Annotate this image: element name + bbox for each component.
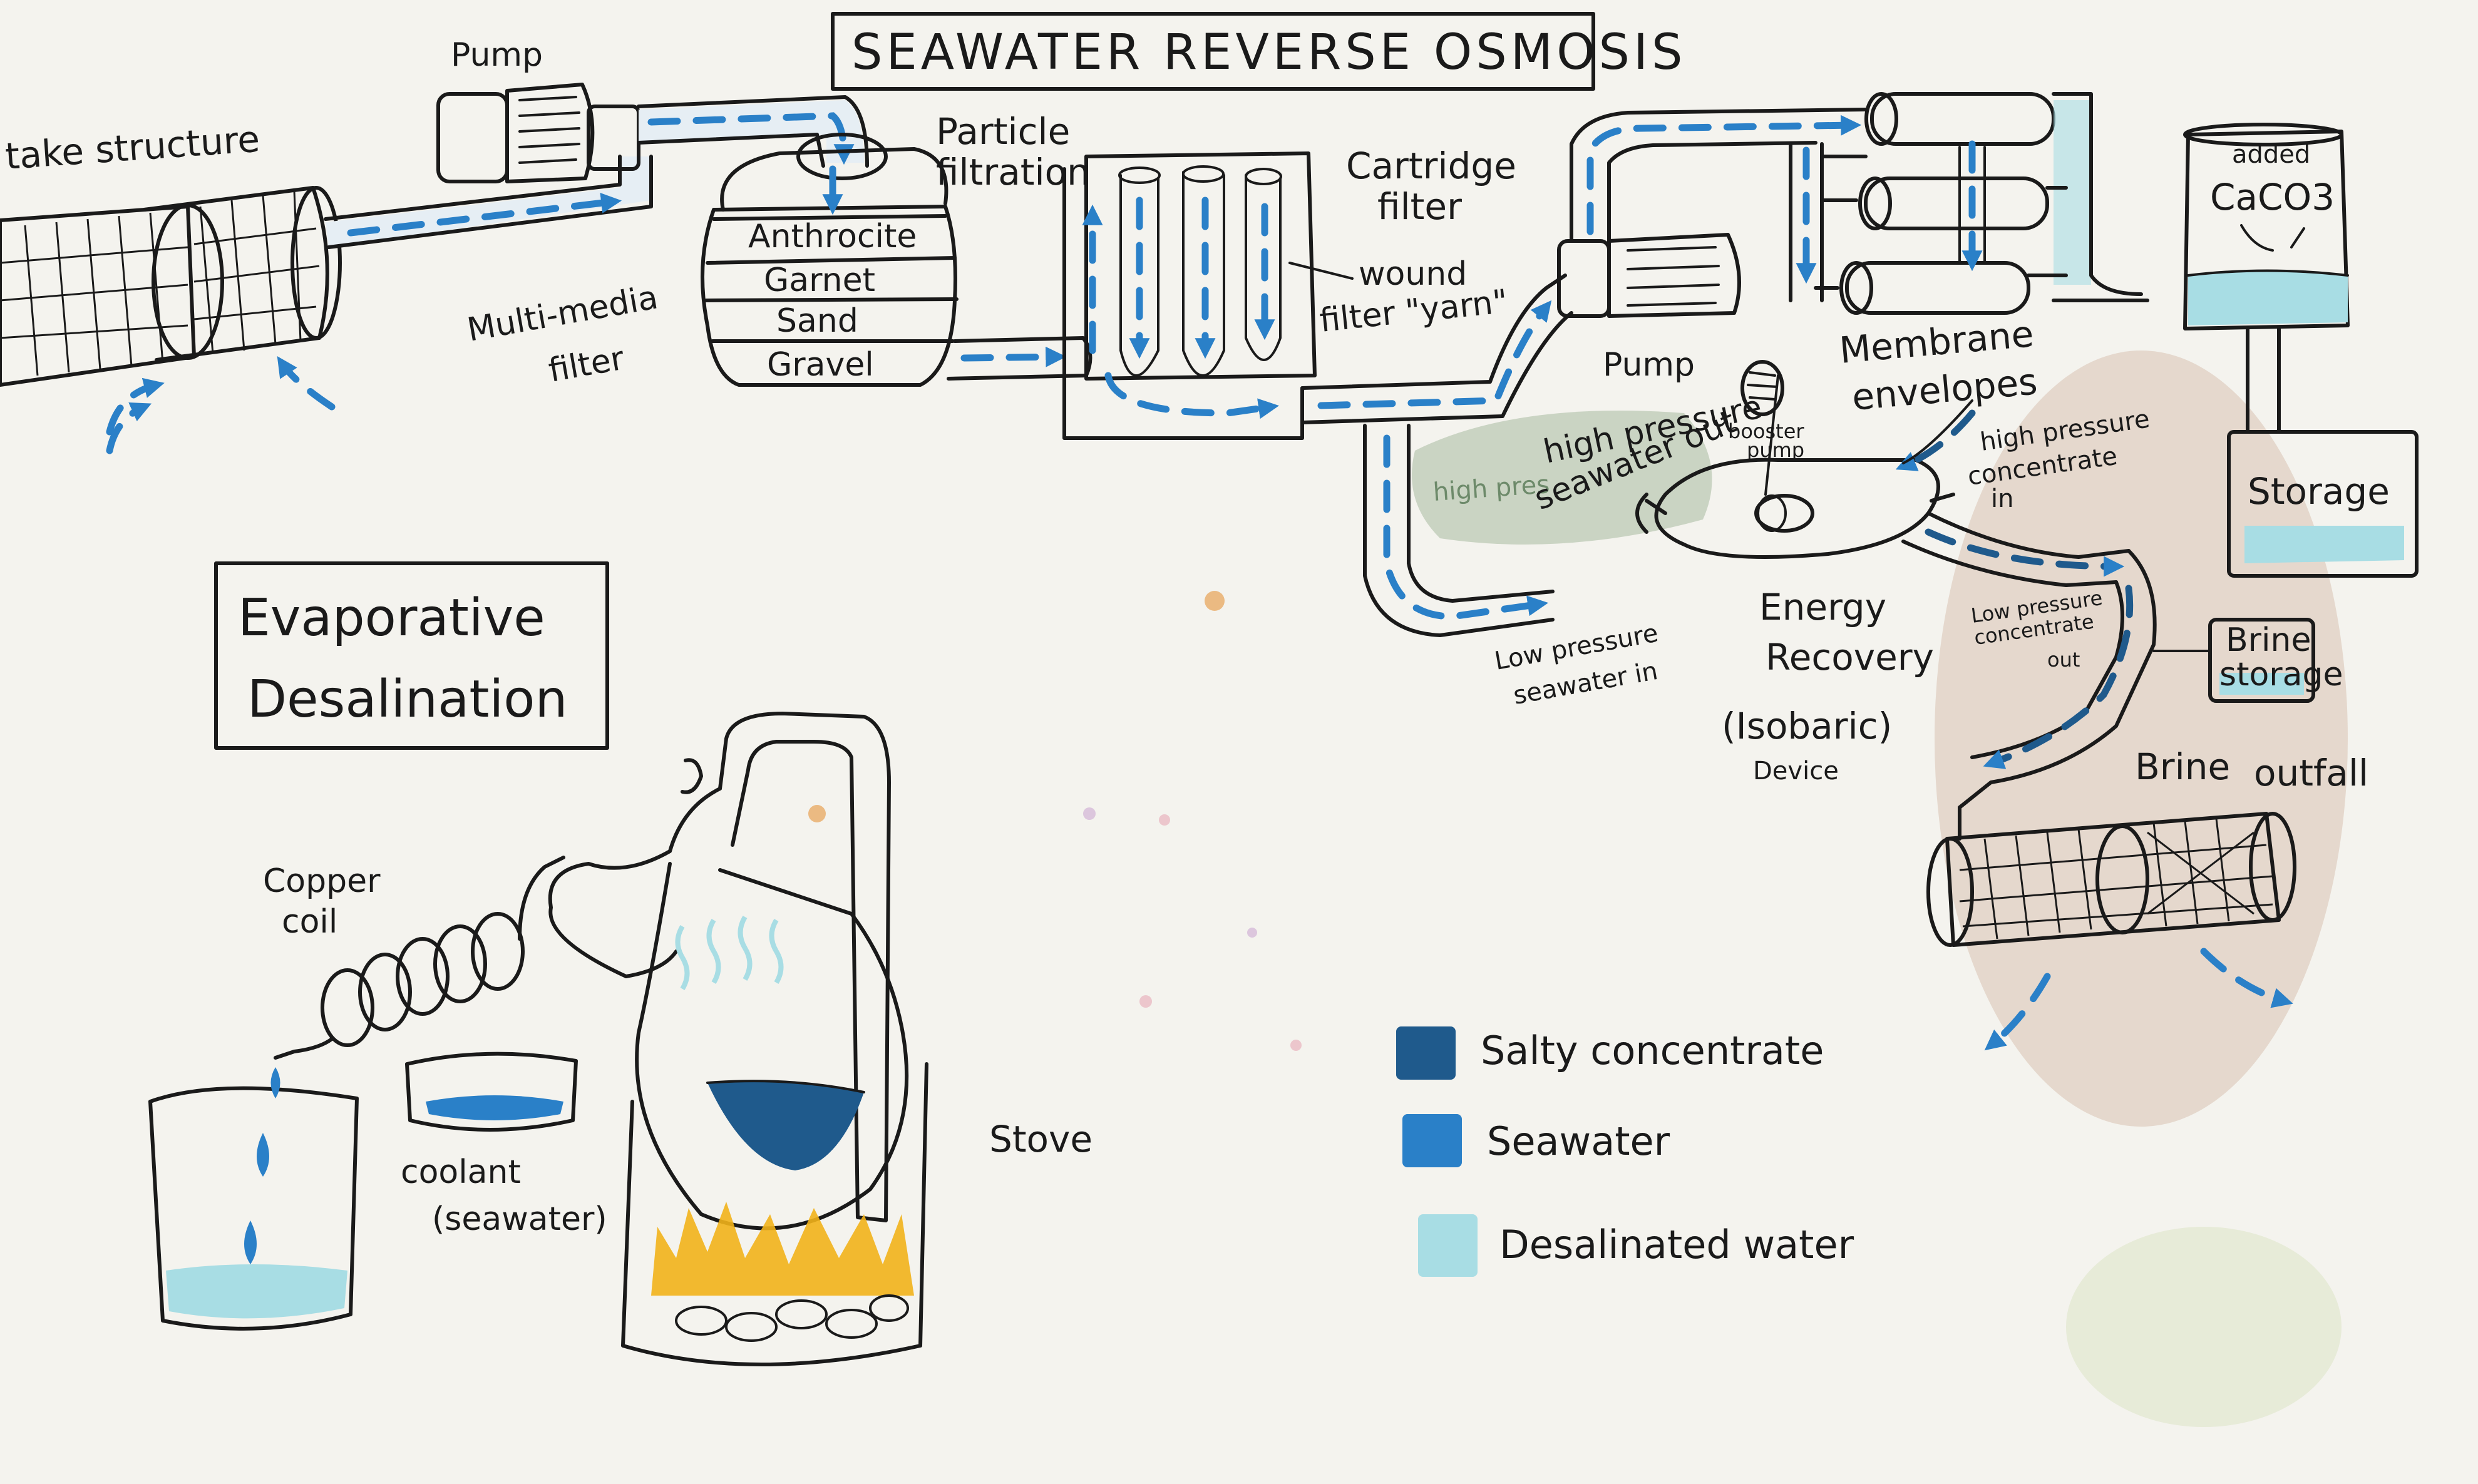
legend-label-1: Salty concentrate (1481, 1028, 1824, 1073)
evap-title-1: Evaporative (238, 588, 545, 648)
particle-label-1: Particle (936, 110, 1070, 153)
legend-label-2: Seawater (1487, 1118, 1670, 1164)
hp-conc-label-3: in (1991, 484, 2013, 513)
media-layer-4: Gravel (767, 346, 874, 384)
added-label: added (2232, 140, 2310, 169)
copper-label-1: Copper (263, 862, 381, 900)
copper-label-2: coil (282, 903, 337, 941)
caco3-label: CaCO3 (2210, 176, 2335, 218)
brine-outfall-label-2: outfall (2254, 752, 2368, 794)
cartridge-label-1: Cartridge (1346, 145, 1516, 187)
storage-label: Storage (2248, 470, 2390, 513)
evap-title-2: Desalination (247, 670, 567, 729)
media-layer-2: Garnet (764, 262, 875, 299)
legend-label-3: Desalinated water (1499, 1222, 1854, 1267)
erd-label-3: (Isobaric) (1722, 705, 1892, 747)
brine-outfall-label-1: Brine (2135, 745, 2230, 788)
legend-swatch-2 (1402, 1114, 1462, 1167)
stove-label: Stove (989, 1118, 1092, 1160)
media-layer-3: Sand (776, 302, 858, 340)
cartridge-label-2: filter (1377, 185, 1462, 228)
ro-title: SEAWATER REVERSE OSMOSIS (833, 14, 1687, 89)
legend-swatch-1 (1396, 1026, 1456, 1080)
media-layer-1: Anthrocite (748, 218, 917, 255)
brine-storage-label-1: Brine (2226, 622, 2311, 659)
legend-swatch-3 (1418, 1214, 1478, 1277)
particle-label-2: filtration (936, 151, 1090, 193)
coolant-label-1: coolant (401, 1154, 521, 1191)
lp-conc-label-3: out (2047, 648, 2080, 672)
ro-title-text: SEAWATER REVERSE OSMOSIS (851, 24, 1687, 81)
pump-top-label: Pump (451, 36, 543, 74)
erd-label-4: Device (1753, 757, 1839, 785)
green-wash (2066, 1227, 2342, 1427)
erd-label-2: Recovery (1766, 636, 1934, 678)
coolant-label-2: (seawater) (432, 1200, 607, 1238)
wound-label-1: wound (1359, 255, 1467, 293)
pump-mid-label: Pump (1603, 346, 1695, 384)
brine-storage-label-2: storage (2219, 656, 2343, 693)
erd-label-1: Energy (1759, 586, 1886, 628)
